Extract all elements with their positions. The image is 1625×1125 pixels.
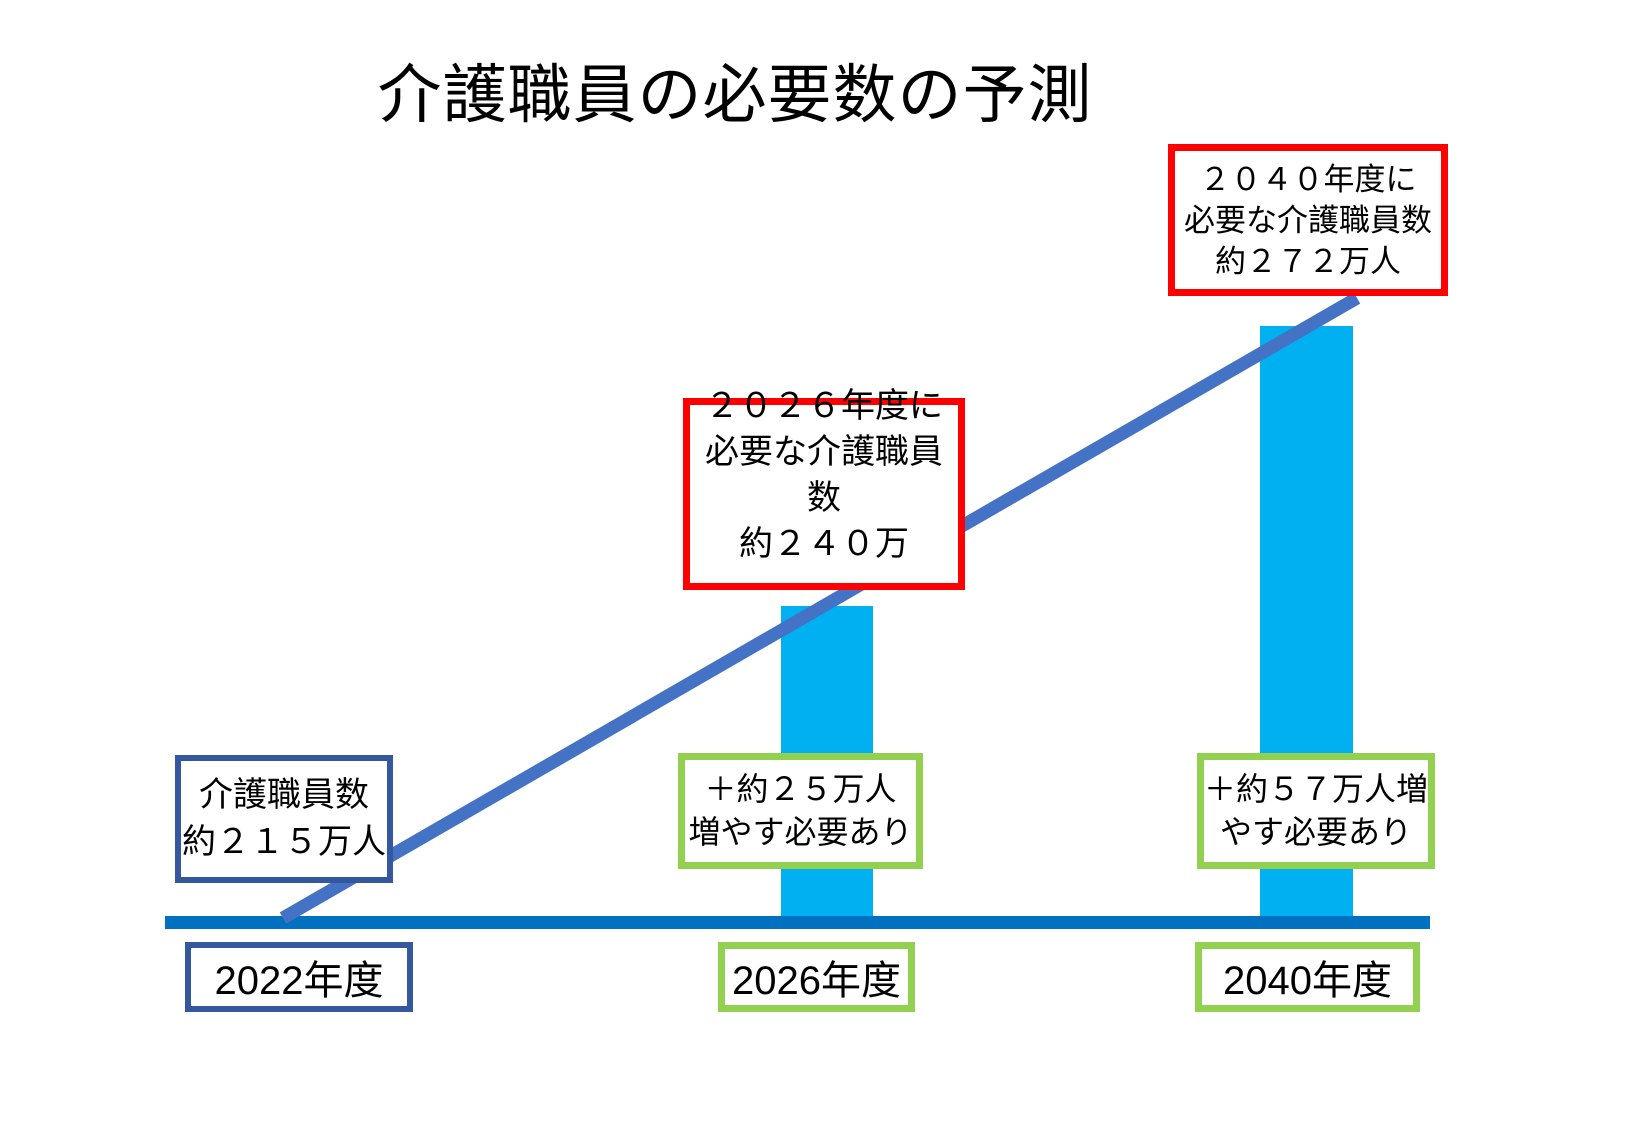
callout-gap-2026: ＋約２５万人 増やす必要あり	[678, 753, 923, 869]
callout-need-2040-line-2: 必要な介護職員数	[1184, 202, 1432, 238]
callout-current-line-1: 介護職員数	[199, 776, 369, 814]
callout-need-2040: ２０４０年度に 必要な介護職員数 約２７２万人	[1168, 144, 1448, 296]
callout-need-2040-line-1: ２０４０年度に	[1199, 161, 1417, 197]
axis-label-2026: 2026年度	[718, 942, 915, 1012]
callout-gap-2040: ＋約５７万人増 やす必要あり	[1197, 753, 1435, 869]
callout-need-2026-line-3: 約２４０万	[739, 525, 909, 563]
callout-need-2026-line-2: 必要な介護職員数	[705, 433, 943, 517]
axis-label-2022: 2022年度	[185, 942, 413, 1012]
chart-title: 介護職員の必要数の予測	[377, 59, 1093, 131]
callout-current-line-2: 約２１５万人	[182, 823, 386, 861]
axis-label-2040-text: 2040年度	[1223, 959, 1392, 1003]
axis-label-2040: 2040年度	[1195, 942, 1420, 1012]
callout-need-2026: ２０２６年度に 必要な介護職員数 約２４０万	[683, 387, 965, 590]
callout-gap-2040-line-1: ＋約５７万人増	[1204, 771, 1429, 807]
baseline-axis	[165, 916, 1430, 929]
callout-gap-2026-line-1: ＋約２５万人	[704, 771, 897, 807]
axis-label-2026-text: 2026年度	[732, 959, 901, 1003]
callout-gap-2026-line-2: 増やす必要あり	[688, 814, 913, 850]
callout-current-staff: 介護職員数 約２１５万人	[175, 755, 393, 883]
callout-need-2026-line-1: ２０２６年度に	[705, 387, 943, 425]
callout-gap-2040-line-2: やす必要あり	[1219, 814, 1412, 850]
axis-label-2022-text: 2022年度	[214, 959, 384, 1003]
callout-need-2040-line-3: 約２７２万人	[1215, 243, 1401, 279]
